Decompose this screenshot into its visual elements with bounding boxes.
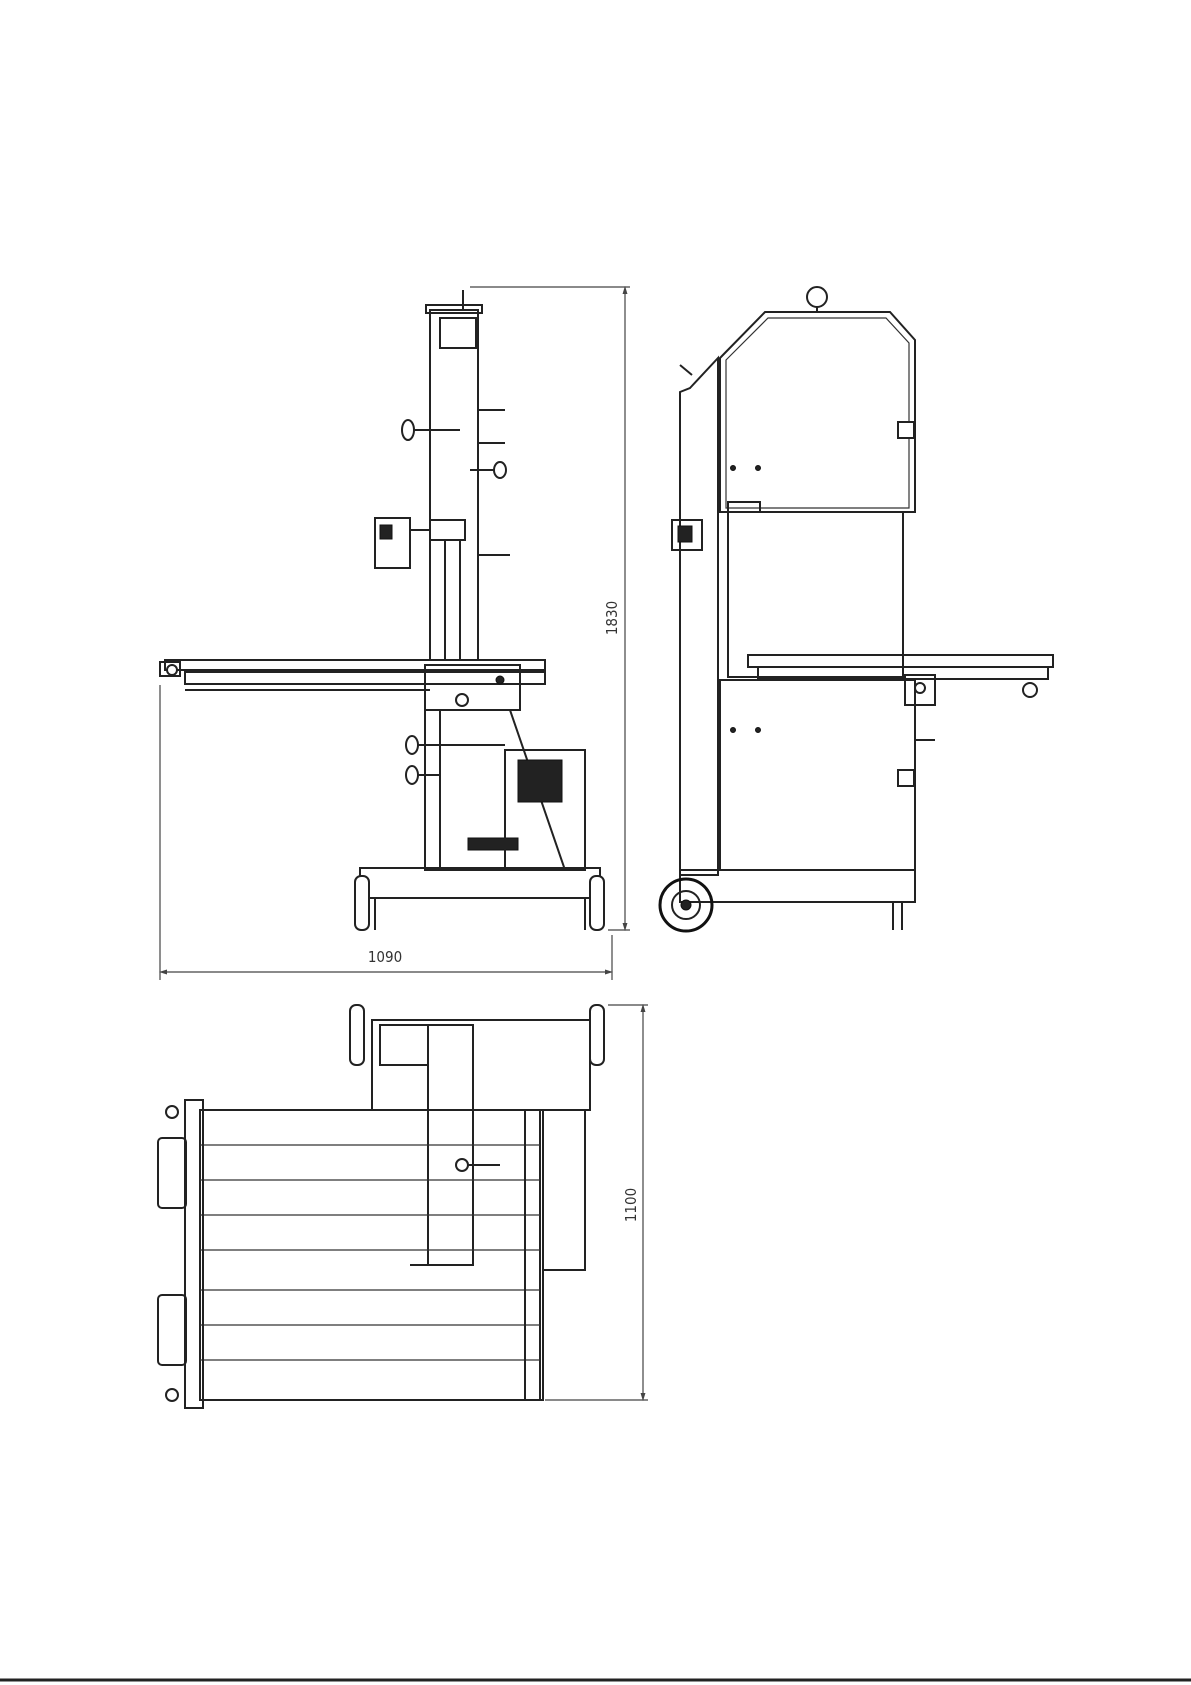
width-dimension-label: 1090 (368, 948, 402, 966)
depth-dimension-label: 1100 (622, 1188, 640, 1222)
side-view-drawing (160, 290, 604, 930)
front-view-drawing (660, 287, 1053, 931)
dimension-width (160, 685, 612, 980)
top-view-drawing (158, 1005, 604, 1408)
height-dimension-label: 1830 (603, 601, 621, 635)
